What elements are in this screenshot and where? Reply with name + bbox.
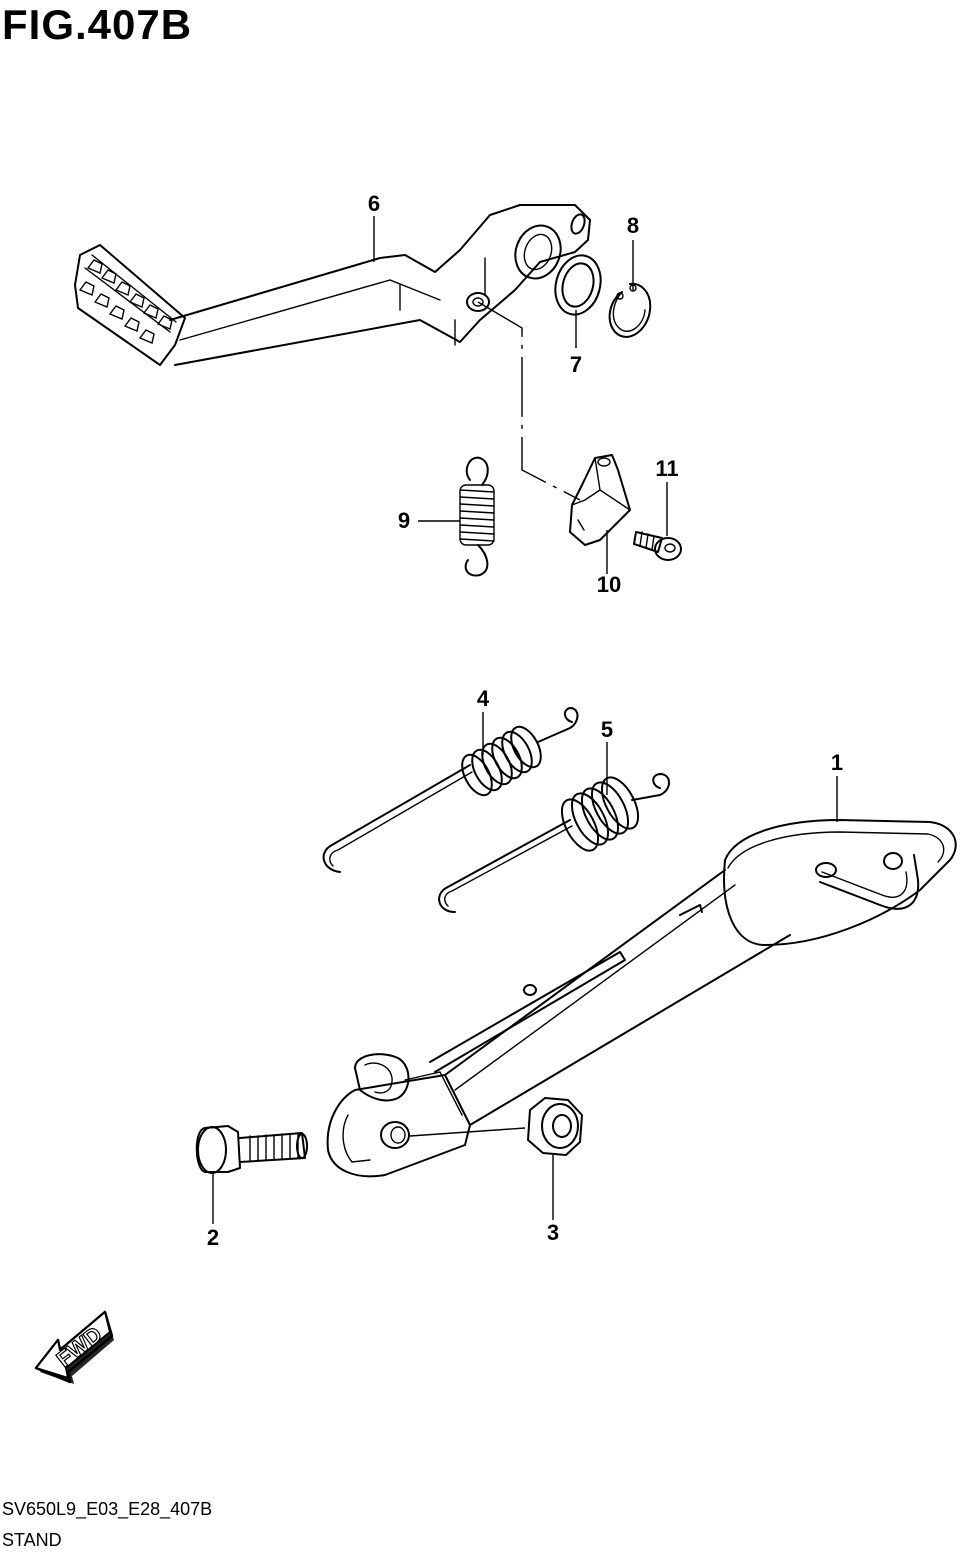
model-code: SV650L9_E03_E28_407B	[2, 1499, 213, 1519]
stand-spring-outer-drawing[interactable]	[438, 772, 670, 913]
bracket-drawing[interactable]	[569, 454, 631, 546]
circlip-drawing[interactable]	[608, 282, 652, 338]
stand-nut-drawing[interactable]	[527, 1097, 583, 1156]
washer-drawing[interactable]	[549, 250, 607, 319]
screw-drawing[interactable]	[633, 531, 682, 561]
callout-9: 9	[398, 508, 410, 533]
callout-7: 7	[570, 352, 582, 377]
callout-1: 1	[831, 750, 843, 775]
gearshift-lever-drawing[interactable]	[74, 204, 591, 366]
callout-10: 10	[597, 572, 621, 597]
fwd-arrow-icon: FWD	[34, 1310, 114, 1384]
callout-5: 5	[601, 717, 613, 742]
figure-title: FIG.407B	[2, 1, 193, 48]
callout-3: 3	[547, 1220, 559, 1245]
callout-6: 6	[368, 191, 380, 216]
stand-bolt-drawing[interactable]	[195, 1125, 308, 1174]
section-name: STAND	[2, 1530, 62, 1550]
callout-4: 4	[477, 686, 490, 711]
callout-11: 11	[655, 456, 678, 481]
return-spring-drawing[interactable]	[459, 456, 495, 577]
leader-lines	[212, 216, 838, 1224]
side-stand-drawing[interactable]	[326, 819, 957, 1178]
callout-8: 8	[627, 213, 639, 238]
stand-spring-inner-drawing[interactable]	[322, 707, 579, 873]
callout-2: 2	[207, 1225, 219, 1250]
